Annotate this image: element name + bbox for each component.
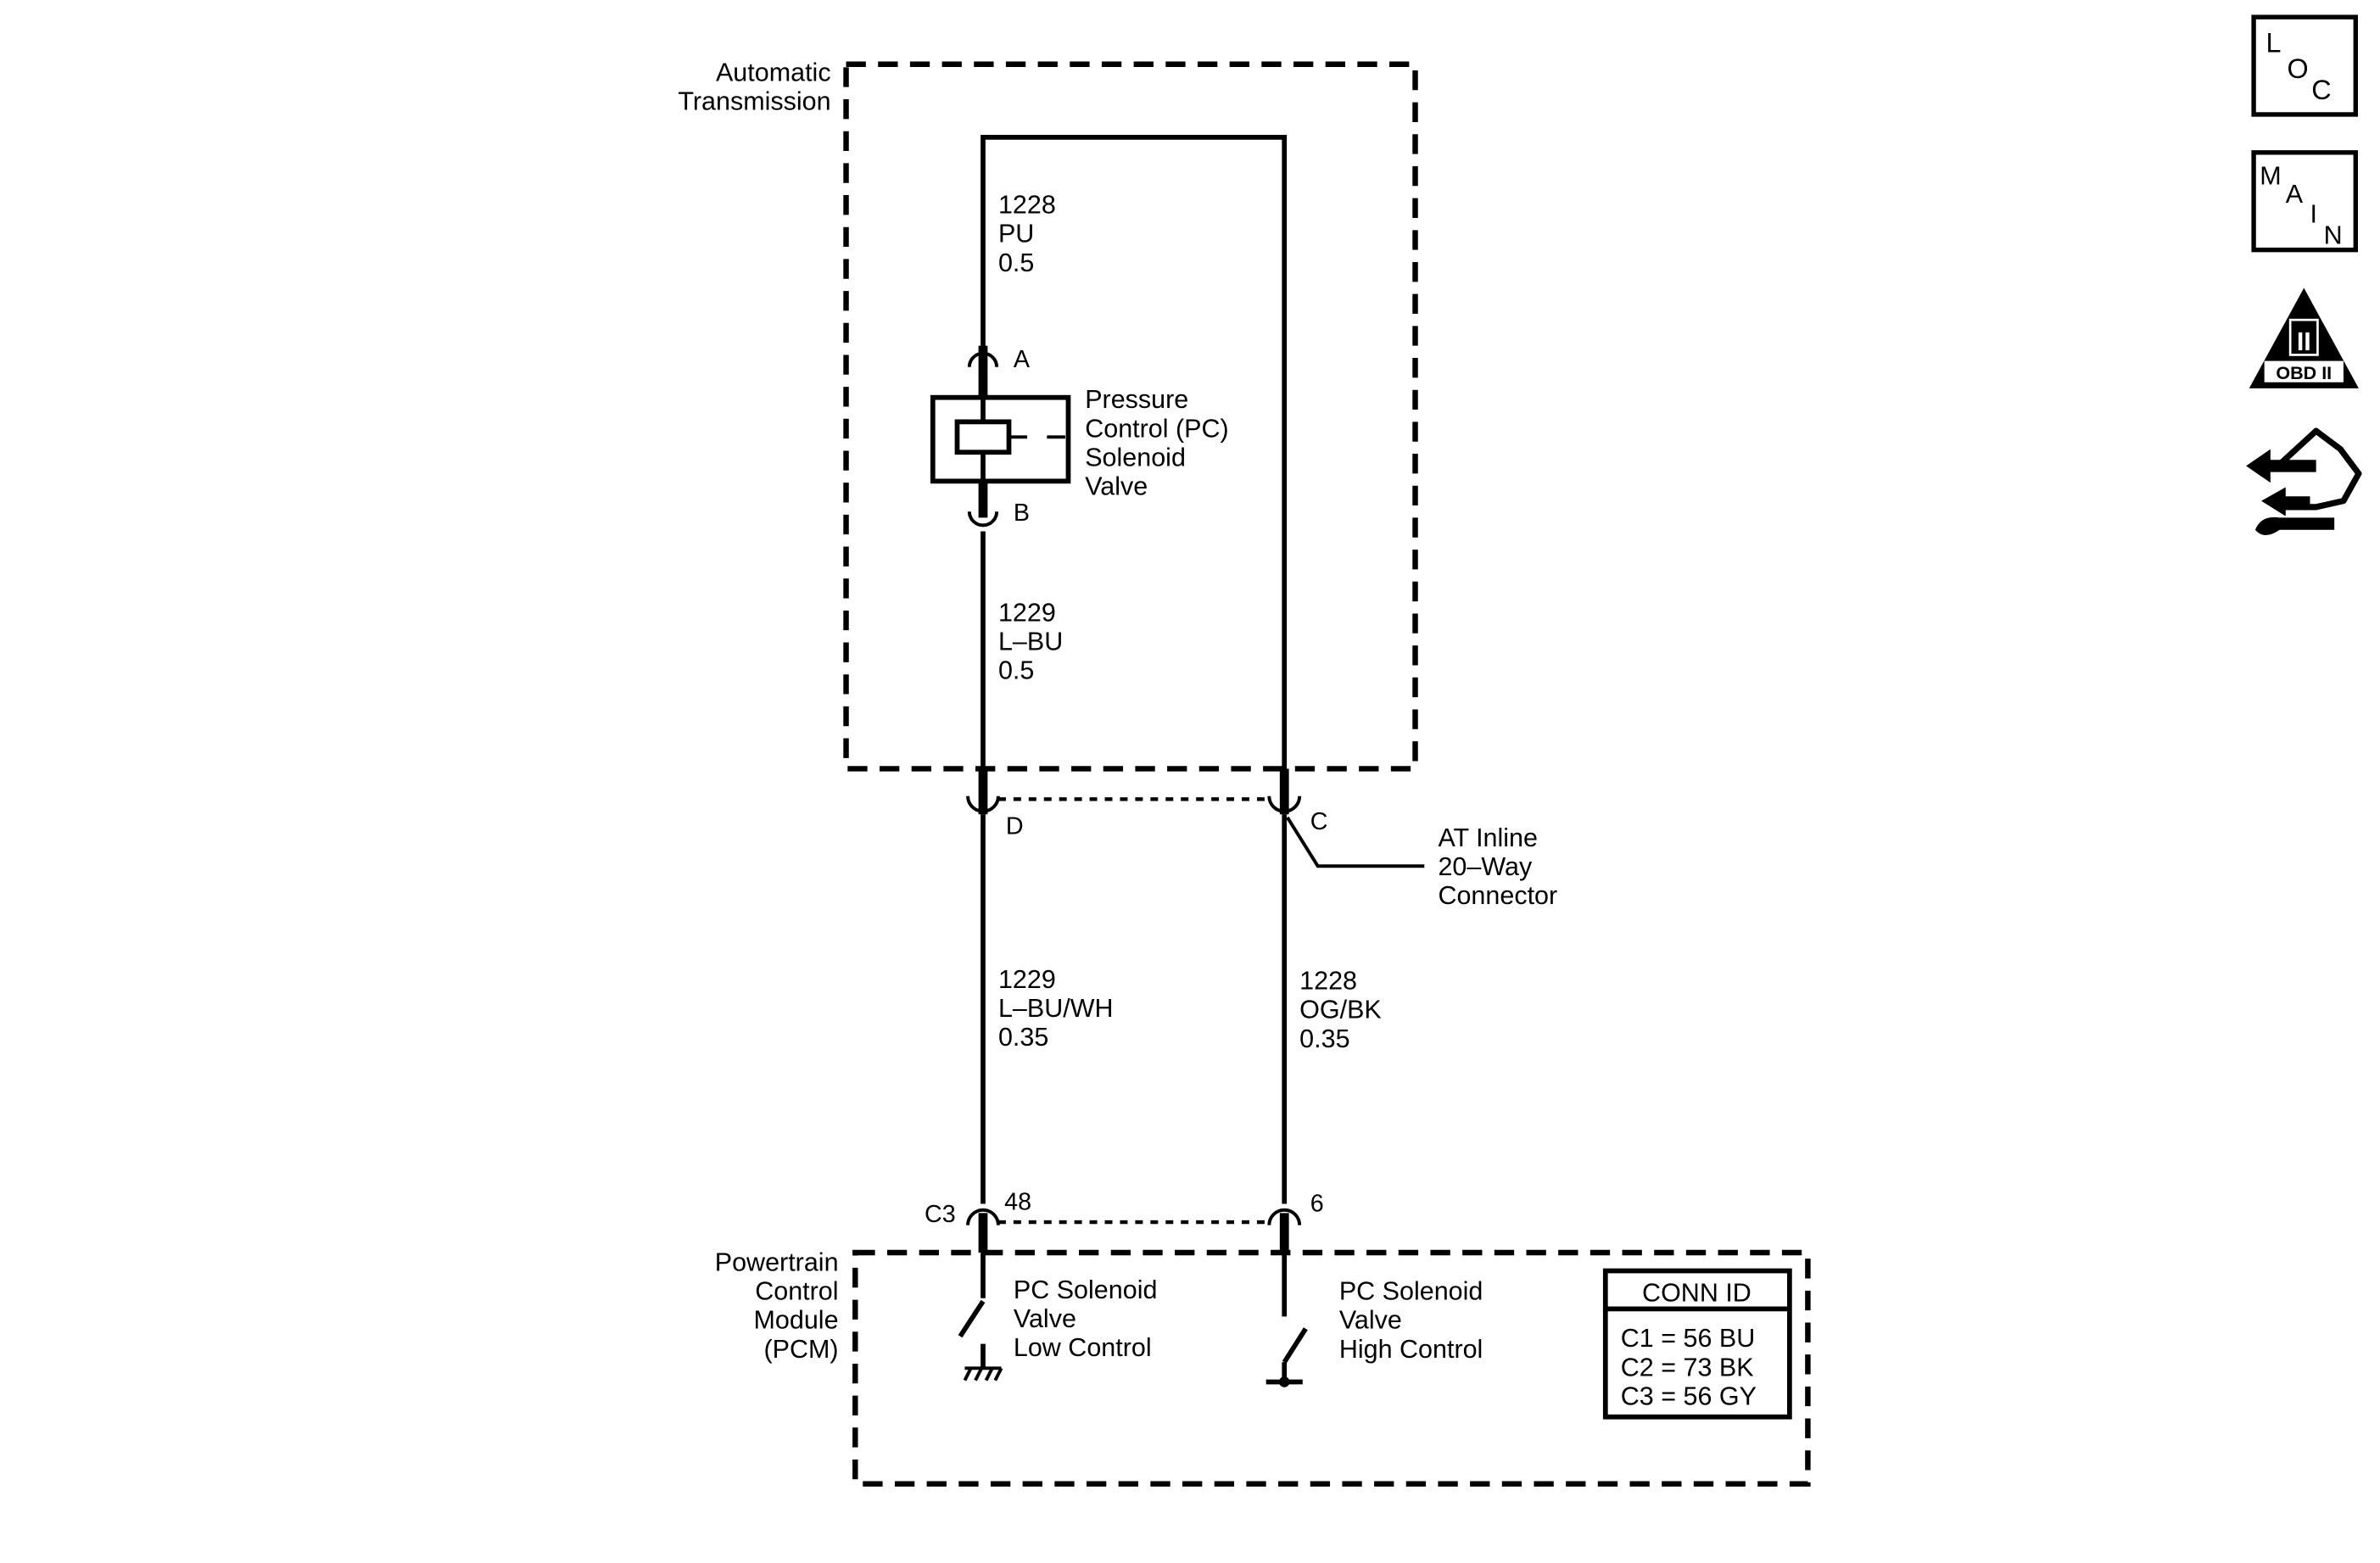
at-inline-connector: D C AT Inline 20–Way Connector [966, 768, 1557, 910]
low-control-label-line3: Low Control [1014, 1333, 1152, 1362]
pin-b-connector-icon [967, 511, 999, 528]
solenoid-label-line2: Control (PC) [1085, 414, 1228, 443]
pin-d-terminal [978, 768, 988, 815]
wire-label-lower-left: 1229 L–BU/WH 0.35 [998, 965, 1114, 1052]
main-icon[interactable]: M A I N [2251, 150, 2358, 253]
conn-id-c1: C1 = 56 BU [1621, 1324, 1756, 1353]
pcm-label-line1: Powertrain [715, 1248, 839, 1277]
pin-a-connector-icon [967, 351, 999, 367]
pcm-boundary [852, 1249, 1811, 1487]
wire-mid-left-gauge: 0.5 [998, 656, 1034, 685]
pin-b-terminal [978, 481, 988, 518]
svg-text:N: N [2324, 220, 2343, 249]
loc-icon[interactable]: L O C [2251, 14, 2358, 117]
solenoid-label-line4: Valve [1085, 472, 1148, 501]
pin-6-terminal [1279, 1213, 1289, 1253]
wire-top-gauge: 0.5 [998, 248, 1034, 277]
wire-lower-left-color: L–BU/WH [998, 994, 1114, 1023]
wire-lower-left-gauge: 0.35 [998, 1023, 1048, 1052]
switch-high-contact [1282, 1327, 1308, 1364]
hand-wrench-icon[interactable] [2246, 427, 2362, 536]
low-control-switch [958, 1252, 1003, 1382]
high-control-label-line2: Valve [1339, 1306, 1402, 1335]
svg-text:O: O [2288, 53, 2309, 84]
solenoid-coil-icon [954, 419, 1012, 455]
switch-high-node [1278, 1376, 1290, 1387]
wire-label-mid-left: 1229 L–BU 0.5 [998, 598, 1063, 684]
wire-label-top: 1228 PU 0.5 [998, 191, 1056, 277]
pcm-label-line4: (PCM) [763, 1335, 838, 1364]
conn-id-c3: C3 = 56 GY [1621, 1382, 1757, 1410]
pin-b-label: B [1014, 500, 1030, 527]
connector-leader-line [1286, 816, 1425, 868]
svg-text:OBD II: OBD II [2276, 363, 2332, 383]
transmission-label-line2: Transmission [678, 87, 830, 116]
inline-connector-label-line2: 20–Way [1438, 852, 1533, 881]
solenoid-label-line1: Pressure [1085, 385, 1188, 414]
pin-c-connector-icon [1267, 795, 1302, 813]
wire-lower-right-gauge: 0.35 [1299, 1024, 1349, 1053]
pc-solenoid-valve: A B Pressure Control (PC) Solenoid Valve [930, 345, 1229, 528]
pin-a-terminal [978, 345, 988, 398]
transmission-module: Automatic Transmission [678, 59, 1418, 772]
solenoid-label-line3: Solenoid [1085, 443, 1186, 472]
wire-lower-right-circuit: 1228 [1299, 967, 1357, 996]
wire-top-color: PU [998, 220, 1034, 248]
switch-low-contact [958, 1299, 986, 1338]
conn-id-title: CONN ID [1642, 1278, 1751, 1307]
high-control-label-line3: High Control [1339, 1335, 1483, 1364]
conn-id-c2: C2 = 73 BK [1621, 1353, 1754, 1382]
svg-text:C: C [2311, 75, 2331, 105]
pin-d-connector-icon [966, 795, 1000, 813]
high-control-label-line1: PC Solenoid [1339, 1277, 1483, 1306]
pin-48-terminal [978, 1213, 988, 1253]
pcm-label-line3: Module [754, 1306, 839, 1335]
wire-lower-left-circuit: 1229 [998, 965, 1056, 994]
pcm-connector-id: C3 [925, 1201, 956, 1228]
svg-text:II: II [2297, 327, 2311, 356]
pin-6-connector-icon [1267, 1208, 1302, 1225]
pin-6-label: 6 [1310, 1191, 1324, 1218]
high-control-switch [1265, 1252, 1308, 1387]
inline-connector-label-line3: Connector [1438, 881, 1557, 910]
conn-id-table: CONN ID C1 = 56 BU C2 = 73 BK C3 = 56 GY [1602, 1268, 1792, 1420]
svg-text:M: M [2260, 162, 2281, 191]
pin-c-label: C [1310, 808, 1328, 835]
inline-connector-label-line1: AT Inline [1438, 823, 1538, 852]
pin-48-label: 48 [1004, 1189, 1031, 1216]
obd-ii-icon[interactable]: II OBD II [2249, 287, 2359, 388]
wire-label-lower-right: 1228 OG/BK 0.35 [1299, 967, 1382, 1053]
pcm-connector-c3: C3 48 6 [925, 1189, 1324, 1253]
wire-1228-pu [980, 135, 1288, 769]
pin-d-label: D [1006, 813, 1024, 840]
pin-48-connector-icon [966, 1208, 1000, 1225]
svg-text:I: I [2310, 199, 2316, 228]
wire-lower-right-color: OG/BK [1299, 996, 1382, 1024]
transmission-label-line1: Automatic [716, 59, 831, 87]
pcm-label-line2: Control [755, 1277, 838, 1306]
pin-a-label: A [1014, 346, 1031, 373]
low-control-label-line2: Valve [1014, 1304, 1076, 1333]
pcm-module: Powertrain Control Module (PCM) PC Solen… [715, 1248, 1811, 1487]
wire-mid-left-circuit: 1229 [998, 598, 1056, 627]
svg-text:L: L [2265, 27, 2281, 58]
low-control-label-line1: PC Solenoid [1014, 1276, 1158, 1304]
solenoid-body [930, 394, 1071, 484]
wire-mid-left-color: L–BU [998, 628, 1063, 656]
pin-c-terminal [1279, 768, 1289, 815]
wire-top-circuit: 1228 [998, 191, 1056, 220]
svg-text:A: A [2286, 180, 2304, 209]
wiring [980, 135, 1288, 1204]
chassis-ground-icon [963, 1366, 1003, 1382]
